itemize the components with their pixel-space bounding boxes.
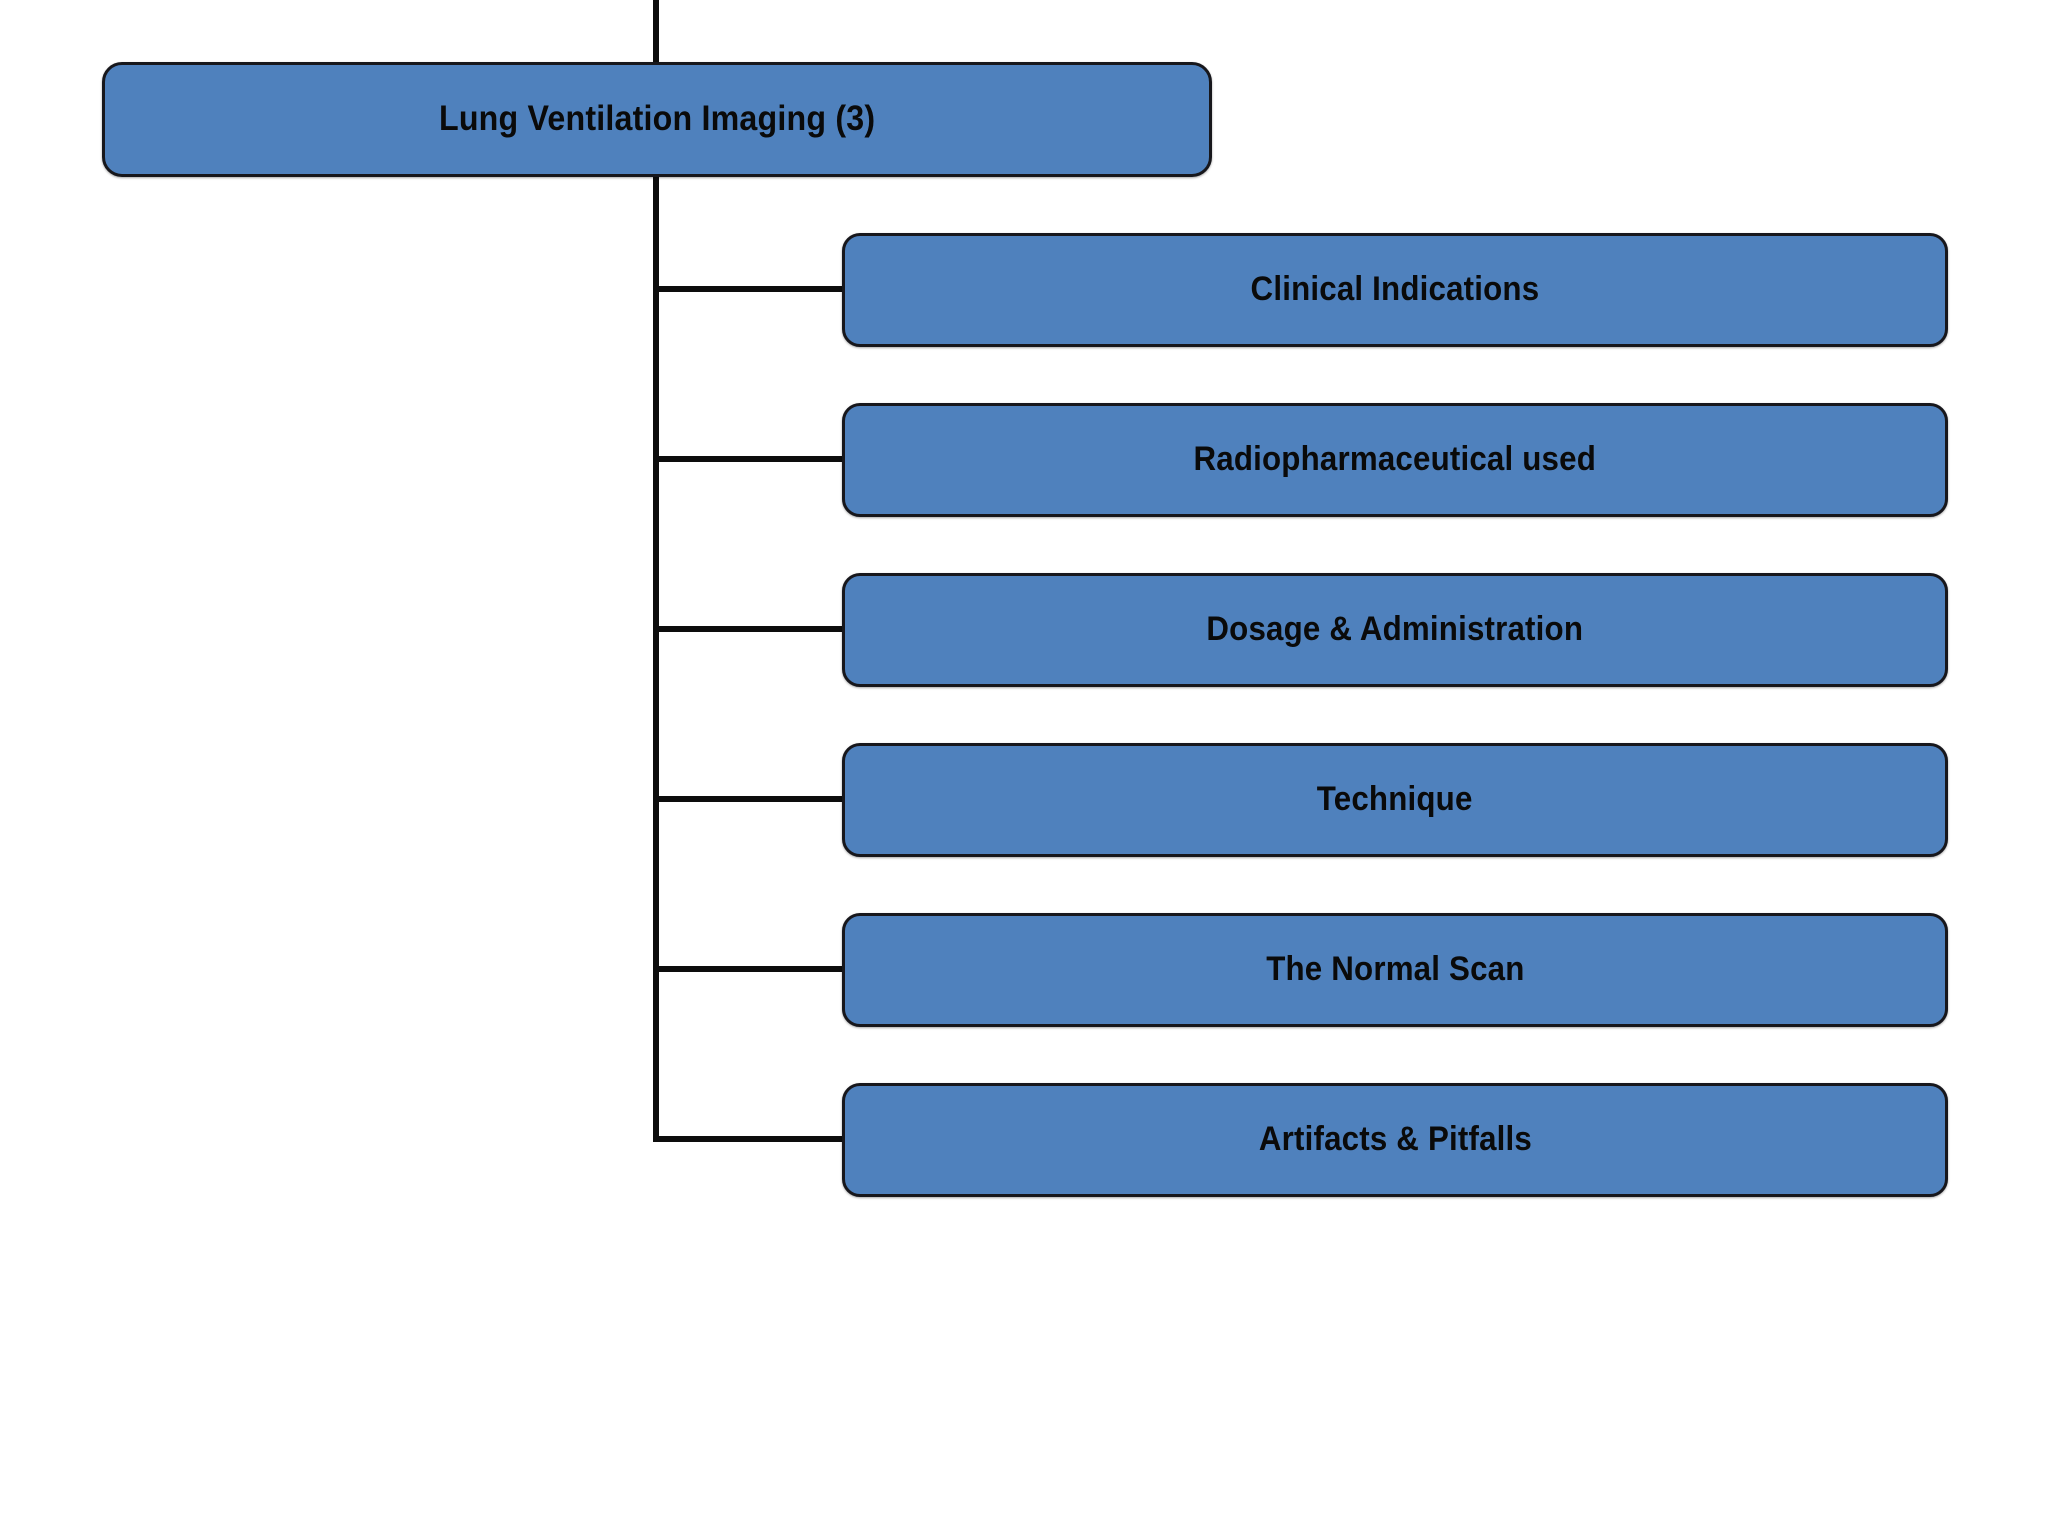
child-node-label: Radiopharmaceutical used (1193, 440, 1597, 479)
root-node[interactable]: Lung Ventilation Imaging (3) (102, 62, 1212, 177)
child-node-dosage-administration[interactable]: Dosage & Administration (842, 573, 1948, 687)
child-node-label: Dosage & Administration (1206, 610, 1584, 649)
child-node-technique[interactable]: Technique (842, 743, 1948, 857)
child-node-label: Clinical Indications (1250, 270, 1540, 309)
root-node-label: Lung Ventilation Imaging (3) (438, 99, 876, 139)
branch-connector-6 (653, 1136, 845, 1142)
child-node-clinical-indications[interactable]: Clinical Indications (842, 233, 1948, 347)
trunk-connector-main (653, 175, 659, 1142)
branch-connector-1 (653, 286, 845, 292)
child-node-the-normal-scan[interactable]: The Normal Scan (842, 913, 1948, 1027)
branch-connector-4 (653, 796, 845, 802)
branch-connector-5 (653, 966, 845, 972)
child-node-label: The Normal Scan (1265, 950, 1525, 989)
branch-connector-3 (653, 626, 845, 632)
child-node-label: Technique (1317, 780, 1473, 819)
branch-connector-2 (653, 456, 845, 462)
child-node-artifacts-pitfalls[interactable]: Artifacts & Pitfalls (842, 1083, 1948, 1197)
child-node-label: Artifacts & Pitfalls (1258, 1120, 1532, 1159)
trunk-connector-top (653, 0, 659, 62)
child-node-radiopharmaceutical-used[interactable]: Radiopharmaceutical used (842, 403, 1948, 517)
